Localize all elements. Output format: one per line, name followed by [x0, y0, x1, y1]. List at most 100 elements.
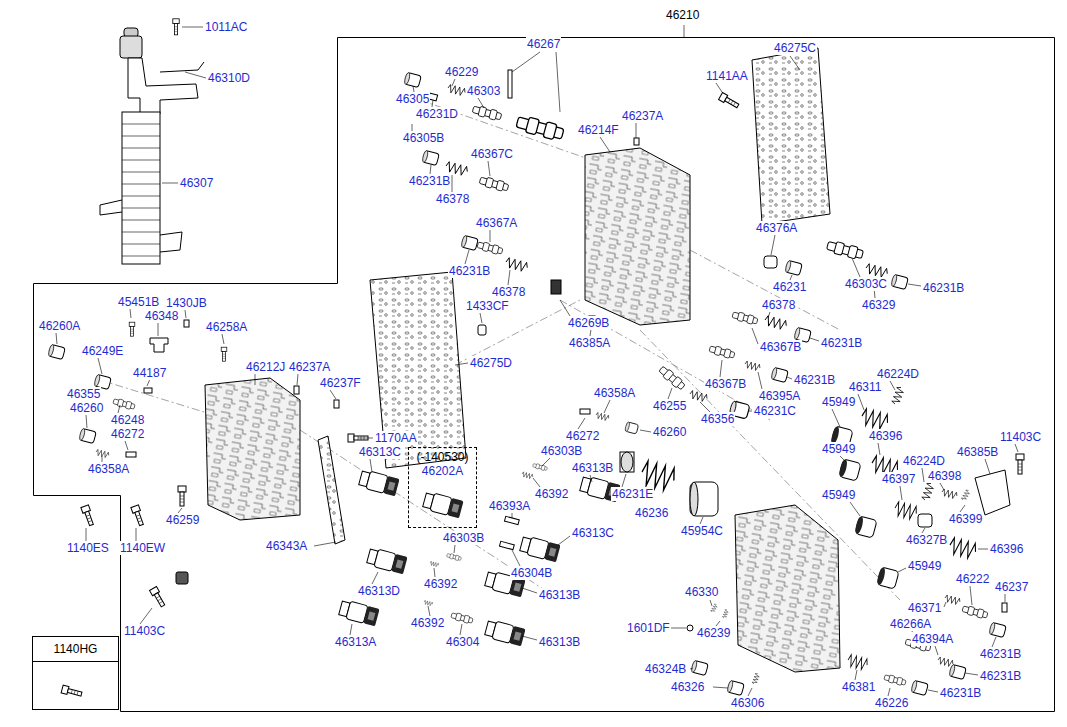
callout-number: 46392: [410, 616, 445, 630]
solenoid-parts: [620, 452, 634, 472]
valve-parts: [719, 93, 740, 110]
callout-number: 46214F: [577, 123, 620, 137]
callout-number: 46313A: [334, 635, 377, 649]
solenoid-parts: [687, 625, 693, 631]
valve-body: [735, 505, 840, 672]
left-valve-parts: [358, 469, 399, 496]
callout-number: 46385B: [956, 445, 999, 459]
solenoid-parts: [621, 452, 633, 472]
callout-number: 46329: [861, 298, 896, 312]
callout-number: 46367C: [470, 147, 514, 161]
accumulator-parts: [921, 482, 935, 501]
valve-parts: [658, 365, 686, 391]
callout-number: 46313D: [357, 584, 401, 598]
valve-body: [585, 148, 690, 325]
wiring-harness: [128, 58, 198, 114]
valve-parts: [478, 325, 486, 335]
accumulator-parts: [1016, 454, 1024, 474]
left-valve-parts: [113, 398, 136, 411]
left-valve-parts: [48, 320, 408, 698]
callout-number: 46231B: [939, 686, 982, 700]
callout-number: 11403C: [123, 624, 166, 638]
valve-parts: [625, 422, 639, 434]
solenoid-parts: [422, 452, 760, 696]
callout-number: 46255: [652, 399, 687, 413]
callout-number: 46355: [66, 387, 101, 401]
solenoid-parts: [519, 535, 560, 562]
accumulator-parts: [962, 605, 989, 620]
callout-number: (-140530): [409, 448, 476, 464]
callout-number: 46398: [927, 469, 962, 483]
left-valve-parts: [48, 344, 66, 359]
left-valve-parts: [334, 400, 339, 408]
left-valve-parts: [221, 347, 227, 361]
valve-parts: [447, 84, 466, 96]
callout-number: 46212J: [245, 360, 286, 374]
callout-number: 46231B: [408, 174, 451, 188]
callout-number: 46313B: [538, 635, 581, 649]
callout-number: 1011AC: [204, 20, 248, 34]
solenoid-parts: [423, 600, 433, 606]
left-valve-parts: [126, 452, 136, 457]
callout-number: 46303B: [540, 444, 583, 458]
accumulator-parts: [975, 470, 1010, 515]
valve-body: [205, 378, 300, 520]
callout-number: 46267: [526, 37, 561, 51]
valve-parts: [404, 72, 422, 87]
callout-number: 46275C: [773, 41, 817, 55]
callout-number: 46378: [435, 192, 470, 206]
left-valve-parts: [366, 547, 407, 574]
callout-number: 46392: [534, 487, 569, 501]
callout-number: 46231C: [753, 404, 797, 418]
callout-number: 46385A: [568, 336, 611, 350]
callout-number: 46222: [955, 572, 990, 586]
wiring-harness: [100, 19, 204, 264]
callout-number: 46358A: [87, 462, 130, 476]
accumulator-parts: [854, 516, 877, 538]
callout-number: 46397: [881, 472, 916, 486]
wiring-harness: [120, 36, 142, 58]
callout-number: 46275D: [469, 356, 513, 370]
callout-number: 46259: [165, 513, 200, 527]
variant-box: (-140530)46202A: [408, 447, 477, 528]
callout-number: 46367B: [704, 377, 747, 391]
callout-number: 46343A: [265, 539, 308, 553]
callout-number: 46231B: [448, 264, 491, 278]
leader-line: [56, 309, 482, 635]
callout-number: 1601DF: [626, 621, 671, 635]
separator-plate: [370, 48, 830, 468]
callout-number: 46269B: [567, 316, 610, 330]
callout-number: 46304B: [510, 566, 553, 580]
callout-number: 46393A: [488, 499, 531, 513]
valve-parts: [422, 150, 440, 165]
accumulator-parts: [838, 459, 861, 481]
callout-number: 46313C: [571, 526, 615, 540]
leader-line: [162, 25, 800, 285]
callout-number: 46260: [69, 401, 104, 415]
callout-number: 46313B: [538, 588, 581, 602]
left-valve-parts: [294, 386, 299, 394]
solenoid-parts: [429, 561, 439, 567]
wiring-harness: [122, 124, 160, 256]
accumulator-parts: [891, 386, 905, 405]
callout-number: 46381: [841, 680, 876, 694]
valve-parts: [732, 311, 759, 326]
solenoid-parts: [532, 463, 547, 471]
solenoid-parts: [484, 619, 525, 646]
callout-number: 45949: [821, 488, 856, 502]
callout-number: 46378: [491, 285, 526, 299]
left-valve-parts: [184, 320, 189, 327]
box-header: 1140HG: [33, 637, 118, 662]
solenoid-parts: [451, 612, 474, 625]
valve-parts: [404, 70, 909, 434]
callout-number: 46396: [868, 429, 903, 443]
part-box: 1140HG: [32, 636, 119, 710]
valve-parts: [580, 409, 590, 414]
left-valve-parts: [61, 685, 82, 698]
accumulator-parts: [893, 501, 918, 520]
accumulator-parts: [876, 567, 899, 589]
leader-line: [560, 235, 921, 432]
left-valve-parts: [131, 505, 145, 527]
callout-number: 46266A: [889, 617, 932, 631]
